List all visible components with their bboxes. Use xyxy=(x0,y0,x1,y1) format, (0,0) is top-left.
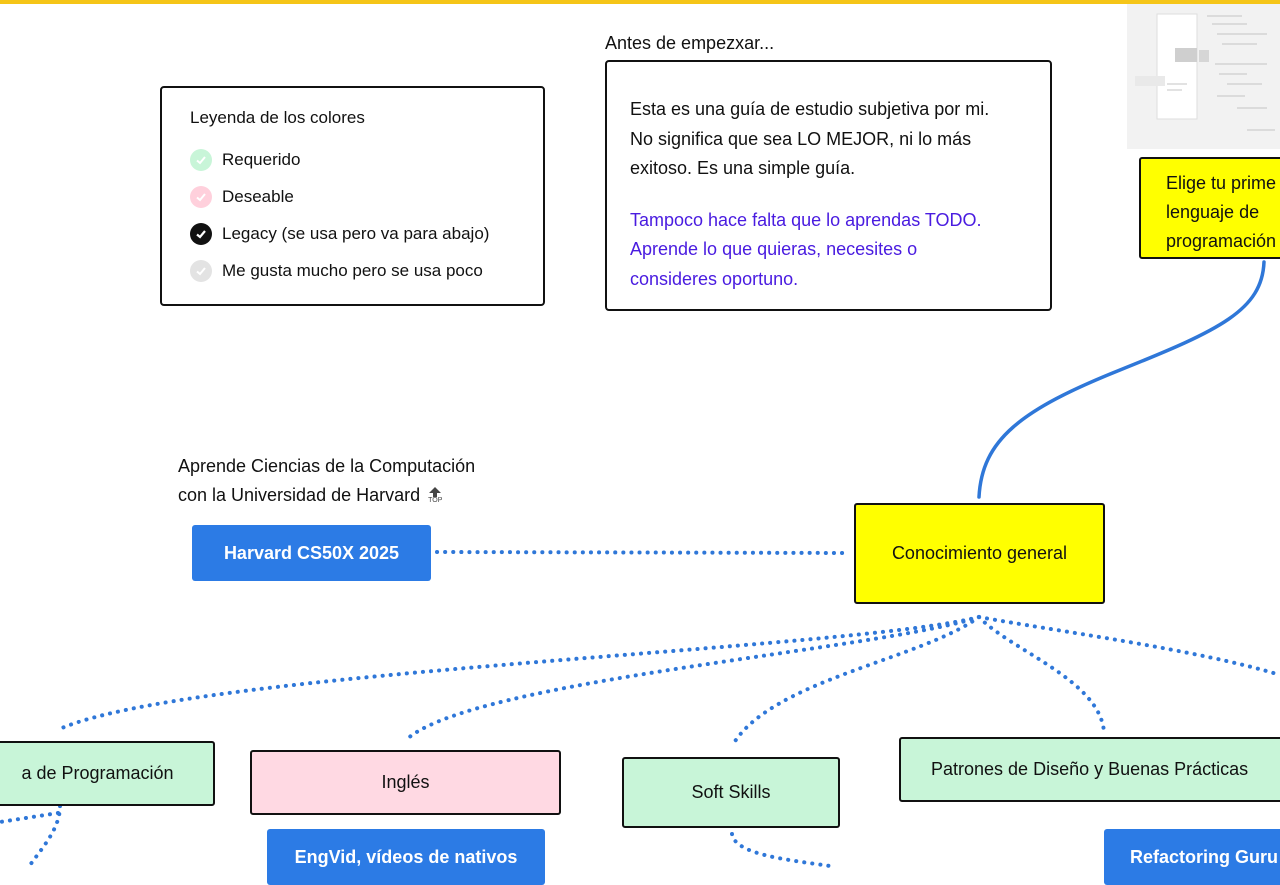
check-circle-black-icon xyxy=(190,223,212,245)
check-circle-green-icon xyxy=(190,149,212,171)
intro-line: No significa que sea LO MEJOR, ni lo más xyxy=(630,128,972,149)
minimap-thumbnail[interactable] xyxy=(1127,4,1280,149)
harvard-caption-line: con la Universidad de Harvard xyxy=(178,485,421,505)
intro-line: exitoso. Es una simple guía. xyxy=(630,158,856,178)
refactoring-guru-button[interactable]: Refactoring Guru xyxy=(1104,829,1280,885)
top-arrow-icon: TOP xyxy=(428,487,442,504)
legend-item-desirable: Deseable xyxy=(190,186,294,208)
check-circle-pink-icon xyxy=(190,186,212,208)
harvard-caption-line: Aprende Ciencias de la Computación xyxy=(178,456,476,476)
dotted-connector-patterns xyxy=(977,615,1106,734)
dotted-connector-right xyxy=(977,615,1280,677)
legend-item-label: Deseable xyxy=(222,187,294,206)
engvid-button[interactable]: EngVid, vídeos de nativos xyxy=(267,829,545,885)
legend-item-label: Requerido xyxy=(222,150,301,169)
intro-line-highlight: Tampoco hace falta que lo aprendas TODO. xyxy=(630,209,982,230)
legend-item-rare: Me gusta mucho pero se usa poco xyxy=(190,260,483,282)
top-accent-bar xyxy=(0,0,1280,4)
node-label: lenguaje de xyxy=(1166,202,1260,222)
node-soft-skills[interactable]: Soft Skills xyxy=(622,757,840,828)
intro-line-highlight: consideres oportuno. xyxy=(630,268,799,289)
top-icon-label: TOP xyxy=(428,497,443,504)
node-label: programación xyxy=(1166,231,1277,251)
node-first-language[interactable]: Elige tu prime lenguaje de programación xyxy=(1139,157,1280,259)
legend-item-legacy: Legacy (se usa pero va para abajo) xyxy=(190,223,489,245)
intro-line-highlight: Aprende lo que quieras, necesites o xyxy=(630,239,918,259)
legend-item-label: Me gusta mucho pero se usa poco xyxy=(222,261,483,280)
intro-text: Esta es una guía de estudio subjetiva po… xyxy=(630,95,989,294)
dotted-connector-logic-side xyxy=(0,811,60,824)
node-design-patterns[interactable]: Patrones de Diseño y Buenas Prácticas xyxy=(899,737,1280,802)
dotted-connector-softskills xyxy=(730,615,981,748)
legend-item-label: Legacy (se usa pero va para abajo) xyxy=(222,224,490,243)
intro-heading: Antes de empezxar... xyxy=(605,33,775,53)
intro-line: Esta es una guía de estudio subjetiva po… xyxy=(630,99,990,119)
dotted-connector-softskills-child xyxy=(730,832,832,868)
node-label: Elige tu prime xyxy=(1166,173,1277,193)
dotted-connector-english xyxy=(404,615,981,742)
solid-connector xyxy=(977,260,1266,499)
harvard-cs50-button[interactable]: Harvard CS50X 2025 xyxy=(192,525,431,581)
legend-item-required: Requerido xyxy=(190,149,300,171)
intro-box xyxy=(605,60,1052,311)
legend-box xyxy=(160,86,545,306)
harvard-caption: Aprende Ciencias de la Computación con l… xyxy=(178,452,475,510)
node-programming-logic[interactable]: a de Programación xyxy=(0,741,215,806)
node-general-knowledge[interactable]: Conocimiento general xyxy=(854,503,1105,604)
check-circle-grey-icon xyxy=(190,260,212,282)
node-english[interactable]: Inglés xyxy=(250,750,561,815)
dotted-connector-logic xyxy=(60,615,981,730)
dotted-connector-harvard xyxy=(435,550,850,555)
legend-title: Leyenda de los colores xyxy=(190,108,365,127)
